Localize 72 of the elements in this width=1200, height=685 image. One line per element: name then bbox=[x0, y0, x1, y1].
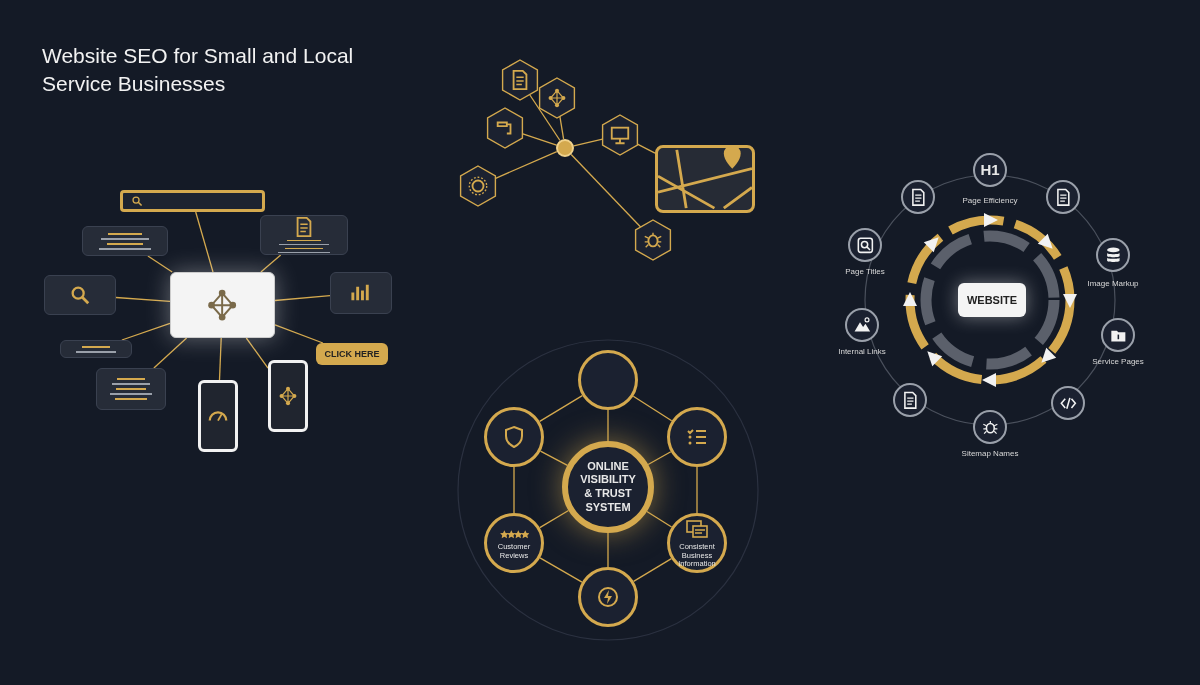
node-label: H1 bbox=[980, 161, 1000, 179]
connector-line bbox=[570, 153, 642, 228]
profile-card bbox=[260, 215, 348, 255]
connector-line bbox=[121, 322, 171, 341]
caption-text: Image Markup bbox=[1087, 279, 1139, 288]
connector-line bbox=[274, 295, 331, 302]
text-card bbox=[60, 340, 132, 358]
caption-text: Service Pages bbox=[1092, 357, 1144, 366]
hexagon-node bbox=[485, 108, 525, 148]
connector-line bbox=[153, 337, 188, 369]
node-label: ONLINE VISIBILITY & TRUST SYSTEM bbox=[579, 459, 637, 515]
connector-line bbox=[607, 409, 609, 442]
connector-line bbox=[559, 115, 565, 140]
icon-circle bbox=[845, 308, 879, 342]
connector-line bbox=[274, 324, 324, 344]
connector-line bbox=[646, 510, 673, 528]
chart-card bbox=[330, 272, 392, 314]
feature-circle bbox=[578, 567, 638, 627]
icon-circle bbox=[901, 180, 935, 214]
connector-line bbox=[245, 337, 269, 369]
hexagon-node bbox=[633, 220, 673, 260]
hub-circle bbox=[562, 441, 654, 533]
hub-circle bbox=[556, 139, 574, 157]
icon-circle bbox=[973, 153, 1007, 187]
node-label: CLICK HERE bbox=[324, 348, 380, 360]
caption-text: Sitemap Names bbox=[961, 449, 1019, 458]
search-card bbox=[44, 275, 116, 315]
text-card bbox=[96, 368, 166, 410]
icon-circle bbox=[893, 383, 927, 417]
title: Website SEO for Small and Local Service Businesses bbox=[42, 43, 355, 97]
text-card bbox=[82, 226, 168, 256]
feature-circle bbox=[578, 350, 638, 410]
search-bar bbox=[120, 190, 265, 212]
feature-circle bbox=[667, 513, 727, 573]
phone bbox=[268, 360, 308, 432]
connector-line bbox=[147, 255, 173, 273]
icon-circle bbox=[1101, 318, 1135, 352]
connector-line bbox=[607, 532, 609, 568]
icon-circle bbox=[973, 410, 1007, 444]
connector-line bbox=[539, 394, 583, 423]
connector-line bbox=[529, 94, 561, 142]
icon-circle bbox=[1046, 180, 1080, 214]
caption-text: Page Titles bbox=[845, 267, 885, 276]
connector-line bbox=[539, 509, 570, 529]
phone bbox=[198, 380, 238, 452]
feature-circle bbox=[484, 407, 544, 467]
icon-circle bbox=[848, 228, 882, 262]
caption-text: Internal Links bbox=[838, 347, 886, 356]
hexagon-node bbox=[500, 60, 540, 100]
connector-line bbox=[539, 557, 583, 583]
connector-line bbox=[696, 466, 698, 514]
feature-circle bbox=[667, 407, 727, 467]
feature-circle bbox=[484, 513, 544, 573]
website-window bbox=[958, 283, 1026, 317]
icon-circle bbox=[1051, 386, 1085, 420]
icon-circle bbox=[1096, 238, 1130, 272]
browser-window bbox=[170, 272, 275, 338]
node-label: WEBSITE bbox=[966, 293, 1018, 307]
connector-line bbox=[218, 337, 222, 381]
connector-line bbox=[632, 395, 673, 422]
connector-line bbox=[260, 254, 282, 273]
connector-line bbox=[115, 296, 171, 302]
connector-line bbox=[632, 557, 673, 583]
connector-line bbox=[513, 466, 515, 514]
hexagon-node bbox=[600, 115, 640, 155]
hexagon-node bbox=[537, 78, 577, 118]
caption-text: Page Efficiency bbox=[962, 196, 1018, 205]
connector-line bbox=[647, 451, 672, 466]
hexagon-node bbox=[458, 166, 498, 206]
connector-line bbox=[195, 211, 214, 273]
connector-line bbox=[539, 450, 569, 467]
button bbox=[316, 343, 388, 365]
